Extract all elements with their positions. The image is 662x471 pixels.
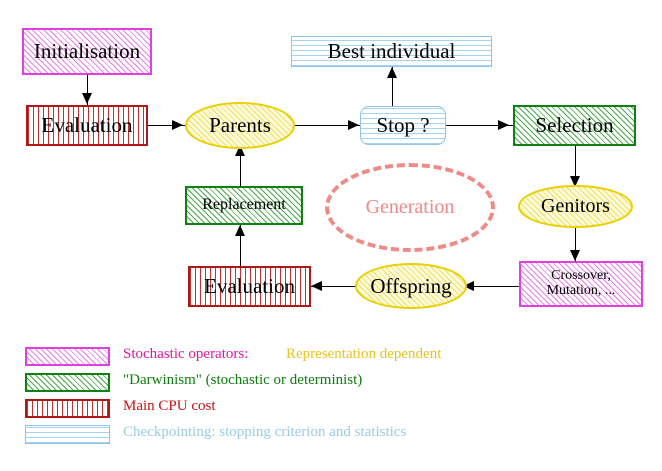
- legend-swatch-darwinism: [25, 373, 110, 392]
- edge-evaluation-to-replacement: [240, 225, 241, 267]
- edge-crossover-to-offspring: [463, 286, 519, 287]
- legend-label-stochastic: Stochastic operators:: [123, 346, 249, 362]
- node-stop[interactable]: Stop ?: [360, 106, 446, 145]
- offspring-label: Offspring: [370, 273, 452, 298]
- node-evaluation-top[interactable]: Evaluation: [26, 105, 148, 146]
- edge-stop-to-selection: [446, 125, 513, 126]
- legend-swatch-cpu-cost: [25, 399, 110, 418]
- generation-label: Generation: [365, 196, 455, 218]
- legend-swatch-stochastic: [25, 347, 110, 366]
- parents-label: Parents: [209, 113, 271, 138]
- crossover-label-line1: Crossover,: [551, 268, 611, 284]
- node-crossover-mutation[interactable]: Crossover, Mutation, ...: [519, 261, 643, 307]
- arrow-crossover-to-offspring: [463, 281, 474, 291]
- node-best-individual[interactable]: Best individual: [291, 36, 492, 67]
- arrow-evaluation-to-parents: [172, 120, 183, 130]
- evaluation-top-label: Evaluation: [41, 113, 133, 138]
- arrow-offspring-to-evaluation: [311, 281, 322, 291]
- edge-replacement-to-parents: [240, 145, 241, 187]
- arrow-replacement-to-parents: [235, 145, 245, 156]
- edge-stop-to-best-individual: [392, 67, 393, 108]
- generation-ellipse: Generation: [325, 163, 495, 252]
- edge-initialisation-to-evaluation: [87, 75, 88, 105]
- node-evaluation-bottom[interactable]: Evaluation: [188, 266, 311, 307]
- node-replacement[interactable]: Replacement: [185, 186, 303, 225]
- edge-evaluation-to-parents: [148, 125, 193, 126]
- edge-offspring-to-evaluation: [311, 286, 359, 287]
- arrow-selection-to-genitors: [570, 176, 580, 187]
- legend-swatch-checkpointing: [25, 425, 110, 444]
- legend-label-darwinism: "Darwinism" (stochastic or determinist): [123, 372, 363, 388]
- arrow-stop-to-selection: [498, 120, 509, 130]
- legend-label-checkpointing: Checkpointing: stopping criterion and st…: [123, 424, 407, 440]
- initialisation-label: Initialisation: [33, 39, 141, 64]
- genitors-label: Genitors: [541, 195, 610, 217]
- node-selection[interactable]: Selection: [513, 105, 636, 146]
- arrow-stop-to-best-individual: [387, 67, 397, 78]
- arrow-initialisation-to-evaluation: [82, 93, 92, 104]
- arrow-evaluation-to-replacement: [235, 225, 245, 236]
- best-individual-label: Best individual: [327, 39, 456, 64]
- replacement-label: Replacement: [202, 196, 286, 214]
- node-offspring[interactable]: Offspring: [355, 263, 467, 309]
- legend-label-representation-dependent: Representation dependent: [286, 346, 442, 362]
- arrow-parents-to-stop: [348, 120, 359, 130]
- edge-genitors-to-crossover: [575, 227, 576, 261]
- selection-label: Selection: [535, 113, 614, 138]
- edge-selection-to-genitors: [575, 145, 576, 187]
- stop-label: Stop ?: [376, 113, 430, 138]
- edge-parents-to-stop: [295, 125, 362, 126]
- legend-label-cpu-cost: Main CPU cost: [123, 398, 216, 414]
- node-initialisation[interactable]: Initialisation: [22, 28, 152, 75]
- node-parents[interactable]: Parents: [185, 102, 295, 149]
- evaluation-bottom-label: Evaluation: [204, 274, 295, 299]
- node-genitors[interactable]: Genitors: [518, 185, 633, 228]
- arrow-genitors-to-crossover: [570, 250, 580, 261]
- crossover-label-line2: Mutation, ...: [546, 283, 616, 298]
